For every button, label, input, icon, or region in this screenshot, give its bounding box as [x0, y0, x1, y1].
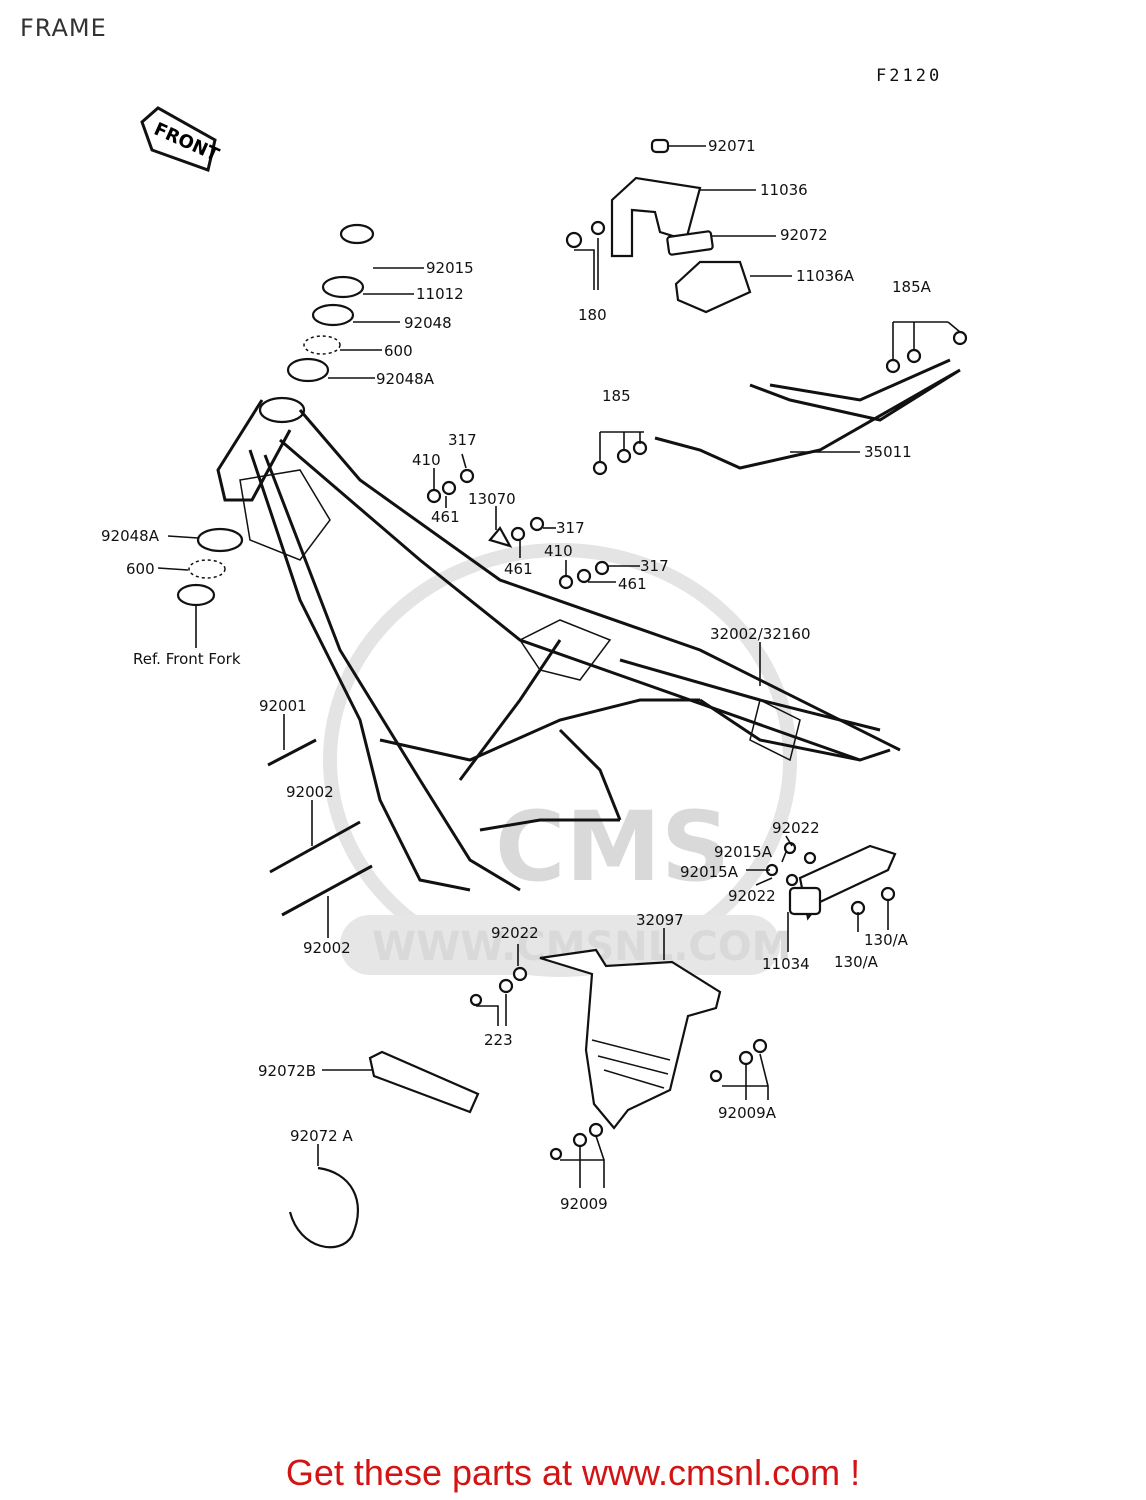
bearing-race-upper — [311, 303, 355, 327]
label-11036A: 11036A — [796, 267, 855, 285]
label-317-a: 317 — [448, 431, 477, 449]
main-frame — [216, 396, 901, 892]
front-arrow-badge: FRONT — [140, 106, 223, 172]
watermark-brand: CMS — [495, 791, 730, 903]
label-92072B: 92072B — [258, 1062, 316, 1080]
label-ref-front-fork: Ref. Front Fork — [133, 650, 241, 668]
label-92002-a: 92002 — [286, 783, 334, 801]
promo-link[interactable]: Get these parts at www.cmsnl.com ! — [285, 1452, 861, 1493]
battery-case — [469, 948, 768, 1161]
label-32002-32160: 32002/32160 — [710, 625, 811, 643]
label-92048A-lower: 92048A — [101, 527, 160, 545]
label-11034: 11034 — [762, 955, 810, 973]
watermark: CMS WWW.CMSNL.COM — [323, 543, 797, 977]
label-410-a: 410 — [412, 451, 441, 469]
label-180: 180 — [578, 306, 607, 324]
label-317-c: 317 — [640, 557, 669, 575]
stem-cap — [321, 275, 365, 299]
label-92022-c: 92022 — [491, 924, 539, 942]
lower-bearing-stack — [176, 527, 244, 607]
bearing-race-lower — [286, 357, 330, 383]
leader-lines — [157, 145, 961, 1188]
label-35011: 35011 — [864, 443, 912, 461]
label-600-lower: 600 — [126, 560, 155, 578]
label-92002-b: 92002 — [303, 939, 351, 957]
label-130A-b: 130/A — [834, 953, 879, 971]
label-11036: 11036 — [760, 181, 808, 199]
label-92071: 92071 — [708, 137, 756, 155]
label-410-b: 410 — [544, 542, 573, 560]
label-92015: 92015 — [426, 259, 474, 277]
label-223: 223 — [484, 1031, 513, 1049]
label-92022-a: 92022 — [772, 819, 820, 837]
battery-straps — [288, 1050, 480, 1249]
page-title: FRAME — [20, 14, 107, 42]
seat-bracket-group — [565, 138, 752, 314]
label-92022-b: 92022 — [728, 887, 776, 905]
label-185: 185 — [602, 387, 631, 405]
label-185A: 185A — [892, 278, 932, 296]
figure-code: F2120 — [876, 66, 943, 86]
label-92072A: 92072 A — [290, 1127, 353, 1145]
part-labels: 92071 11036 92072 11036A 180 185A 92015 … — [101, 137, 932, 1213]
label-92009A: 92009A — [718, 1104, 777, 1122]
label-461-a: 461 — [431, 508, 460, 526]
label-92001: 92001 — [259, 697, 307, 715]
label-92009: 92009 — [560, 1195, 608, 1213]
label-92015A-b: 92015A — [680, 863, 739, 881]
label-92015A-a: 92015A — [714, 843, 773, 861]
ball-bearings-upper — [303, 335, 341, 355]
label-130A-a: 130/A — [864, 931, 909, 949]
label-317-b: 317 — [556, 519, 585, 537]
label-461-c: 461 — [618, 575, 647, 593]
label-461-b: 461 — [504, 560, 533, 578]
label-92048A-upper: 92048A — [376, 370, 435, 388]
label-600-upper: 600 — [384, 342, 413, 360]
rear-brackets — [765, 841, 897, 921]
label-92048: 92048 — [404, 314, 452, 332]
label-13070: 13070 — [468, 490, 516, 508]
engine-mount-bolts — [267, 738, 373, 917]
stem-nut — [339, 223, 375, 245]
label-11012: 11012 — [416, 285, 464, 303]
steering-bearing-stack — [286, 223, 375, 383]
label-92072: 92072 — [780, 226, 828, 244]
label-32097: 32097 — [636, 911, 684, 929]
rear-grab-bar — [592, 330, 968, 476]
